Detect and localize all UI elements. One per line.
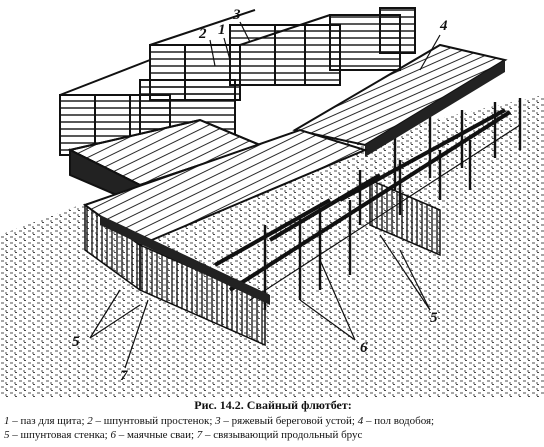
- legend-text-5: – шпунтовая стенка;: [9, 429, 111, 441]
- ground-hatching: [0, 95, 544, 398]
- figure-caption: Рис. 14.2. Свайный флютбет: 1 – паз для …: [4, 398, 542, 443]
- callout-1: 1: [218, 22, 226, 38]
- legend-text-4: – пол водобоя;: [363, 414, 435, 427]
- pile-apron-drawing: 1 2 3 4 5 5 6 7: [0, 7, 544, 398]
- callout-2: 2: [198, 26, 207, 42]
- callout-6: 6: [360, 340, 368, 356]
- callout-3: 3: [232, 7, 241, 23]
- callout-5-left: 5: [72, 334, 80, 350]
- sheet-pile-wall-right: [369, 178, 441, 257]
- legend-num-6: 6: [110, 429, 116, 441]
- legend-num-4: 4: [357, 414, 364, 427]
- sheet-pile-wall-front: [84, 203, 266, 347]
- legend-num-2: 2: [87, 414, 93, 427]
- legend-text-1: – паз для щита;: [9, 414, 88, 427]
- longitudinal-tie-beam: [100, 215, 270, 305]
- legend-num-1: 1: [4, 414, 10, 427]
- legend-text-3: – ряжевый береговой устой;: [220, 414, 358, 427]
- legend-text-2: – шпунтовый простенок;: [92, 414, 216, 427]
- caption-legend: 1 – паз для щита; 2 – шпунтовый простено…: [4, 414, 542, 443]
- caption-title: Рис. 14.2. Свайный флютбет:: [194, 398, 352, 412]
- legend-num-5: 5: [4, 429, 10, 441]
- legend-num-7: 7: [196, 429, 203, 441]
- legend-num-3: 3: [215, 414, 221, 427]
- legend-text-6: – маячные сваи;: [115, 429, 197, 441]
- callout-labels: 1 2 3 4 5 5 6 7: [72, 7, 448, 384]
- leader-lines: [89, 21, 441, 369]
- legend-text-7: – связывающий продольный брус: [202, 429, 363, 441]
- callout-7: 7: [120, 368, 128, 384]
- apron-floor-right: [292, 43, 508, 157]
- callout-4: 4: [439, 18, 448, 34]
- gate-groove-block: [67, 118, 263, 207]
- callout-5-right: 5: [430, 310, 438, 326]
